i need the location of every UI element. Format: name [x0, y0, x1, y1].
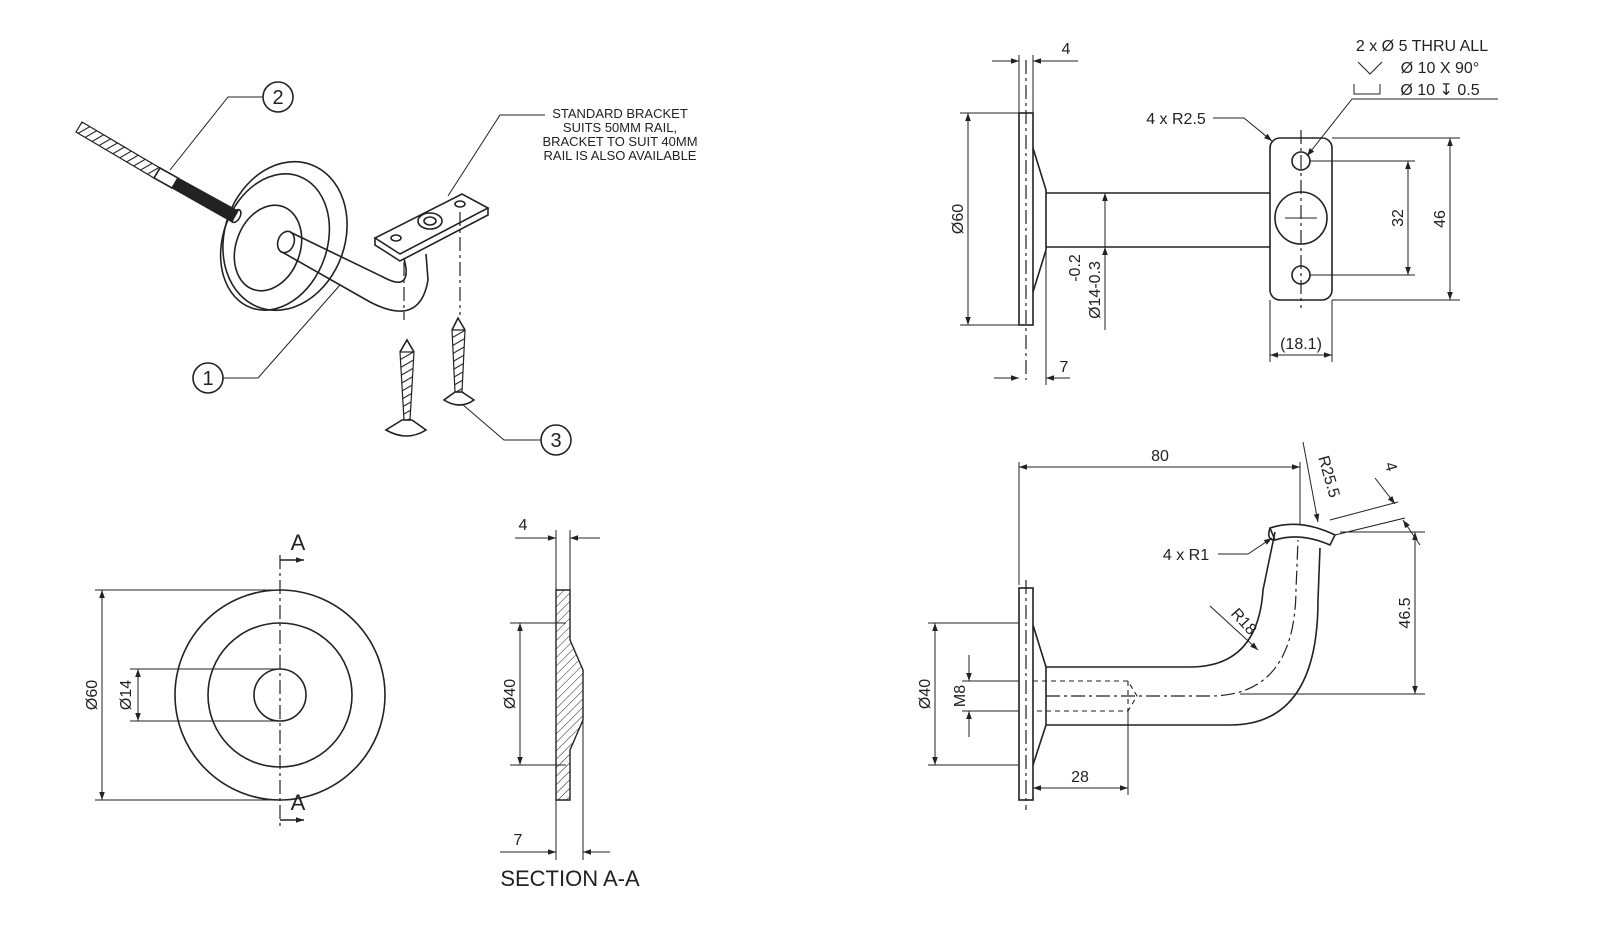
dim-saddle-thickness: 4 [1381, 460, 1400, 473]
dim-section-thickness-top: 4 [519, 517, 528, 534]
dim-saddle-radius: R25.5 [1314, 454, 1342, 500]
dim-thread-length: 28 [1071, 769, 1089, 786]
dim-thread: M8 [952, 685, 969, 707]
balloon-1: 1 [192, 284, 341, 394]
balloon-3: 3 [461, 403, 572, 456]
dim-hole-pitch: 32 [1390, 209, 1407, 227]
top-right-view: 4 Ø60 -0.2 Ø14-0.3 7 4 x R2.5 2 x Ø 5 TH… [950, 38, 1498, 385]
dim-section-thickness-bottom: 7 [514, 832, 523, 849]
dim-section-boss: Ø40 [502, 679, 519, 709]
dim-front-hole: Ø14 [118, 680, 135, 710]
svg-text:RAIL IS ALSO AVAILABLE: RAIL IS ALSO AVAILABLE [544, 148, 697, 163]
svg-text:Ø 10 ↧ 0.5: Ø 10 ↧ 0.5 [1400, 82, 1479, 99]
section-title: SECTION A-A [500, 866, 640, 891]
svg-text:2: 2 [272, 87, 283, 109]
dim-bend-radius: R18 [1227, 605, 1259, 638]
bottom-right-view: 80 R25.5 4 4 x R1 R18 46.5 Ø40 M8 [917, 441, 1425, 810]
dim-rise: 46.5 [1397, 597, 1414, 628]
iso-bracket-arm [276, 230, 429, 320]
section-view: 4 7 Ø40 SECTION A-A [500, 517, 640, 891]
section-mark-top: A [291, 530, 306, 555]
iso-saddle [373, 193, 490, 315]
wood-screws [384, 316, 476, 437]
hole-callout: 2 x Ø 5 THRU ALL Ø 10 X 90° Ø 10 ↧ 0.5 [1306, 38, 1498, 157]
dim-rod-tolerance: -0.2 [1067, 254, 1084, 282]
dim-boss-depth: 7 [1060, 359, 1069, 376]
svg-text:3: 3 [550, 430, 561, 452]
dim-rod: Ø14-0.3 [1087, 261, 1104, 319]
dim-plate-height: 46 [1432, 210, 1449, 228]
isometric-view: 2 1 3 STANDARD BRACKET SUITS 50MM RAIL, … [75, 81, 698, 456]
iso-flange [219, 160, 348, 312]
dim-plate-width: (18.1) [1280, 336, 1322, 353]
callout-corner-radius: 4 x R2.5 [1146, 111, 1206, 128]
svg-text:STANDARD BRACKET: STANDARD BRACKET [552, 106, 688, 121]
svg-text:1: 1 [202, 368, 213, 390]
dim-flange-40: Ø40 [917, 679, 934, 709]
svg-text:BRACKET TO SUIT 40MM: BRACKET TO SUIT 40MM [542, 134, 697, 149]
balloon-2: 2 [169, 81, 294, 171]
svg-text:Ø 10 X 90°: Ø 10 X 90° [1401, 60, 1479, 77]
dim-reach: 80 [1151, 448, 1169, 465]
svg-text:SUITS 50MM RAIL,: SUITS 50MM RAIL, [563, 120, 677, 135]
svg-text:2 x Ø 5 THRU ALL: 2 x Ø 5 THRU ALL [1356, 38, 1488, 55]
lag-screw [75, 121, 242, 224]
bracket-note: STANDARD BRACKET SUITS 50MM RAIL, BRACKE… [447, 106, 698, 197]
callout-edge-radius: 4 x R1 [1163, 547, 1209, 564]
front-view: A A Ø60 Ø14 [84, 530, 386, 830]
dim-flange-60: Ø60 [950, 204, 967, 234]
dim-plate-thickness: 4 [1062, 41, 1071, 58]
dim-front-outer: Ø60 [84, 680, 101, 710]
section-mark-bottom: A [291, 790, 306, 815]
